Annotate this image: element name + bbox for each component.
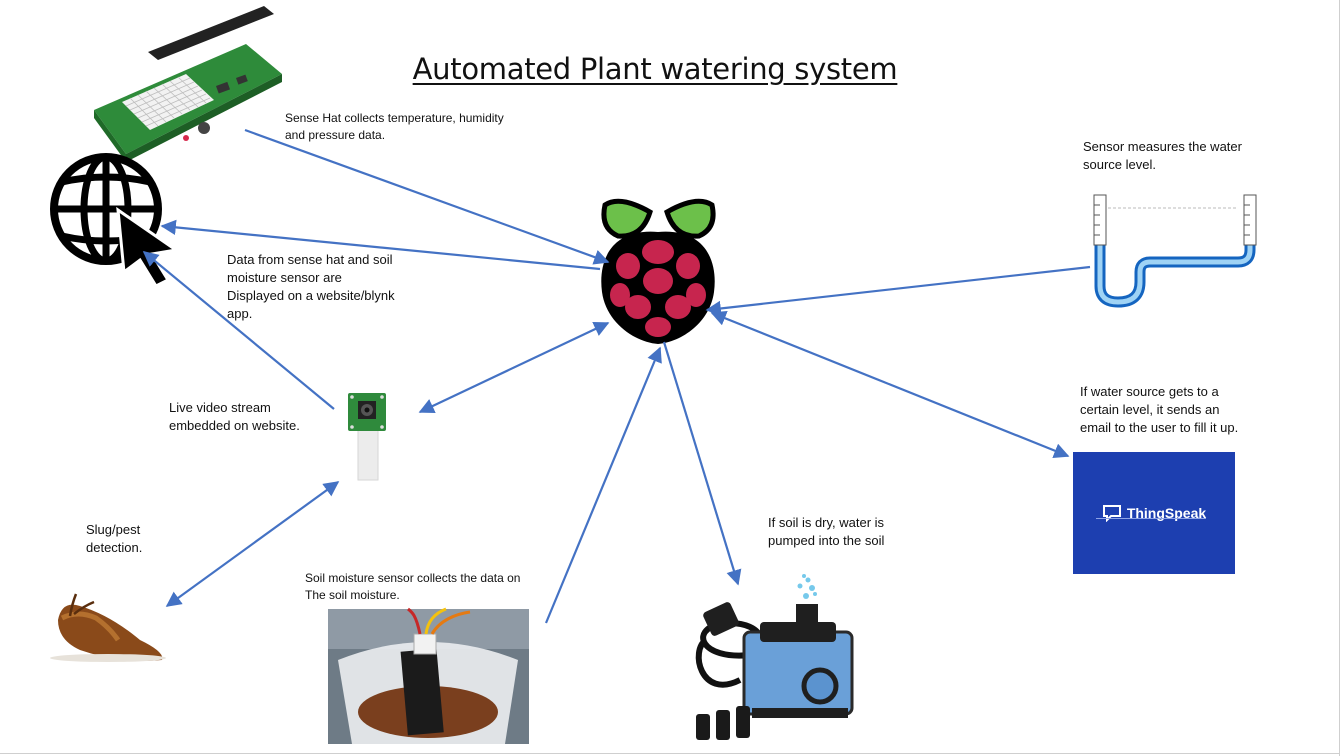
soil-sensor-photo (328, 607, 529, 744)
label-email: If water source gets to a certain level,… (1080, 384, 1239, 435)
label-sense-hat: Sense Hat collects temperature, humidity… (285, 111, 504, 142)
chat-bubble-icon (1102, 505, 1121, 522)
u-tube-level-sensor (1093, 194, 1257, 308)
diagram-title: Automated Plant watering system (412, 52, 898, 86)
label-website: Data from sense hat and soil moisture se… (227, 252, 395, 321)
thingspeak-logo: ThingSpeak (1073, 452, 1235, 574)
globe-cursor-icon (50, 153, 180, 288)
arrow-pi-camera (418, 321, 610, 414)
camera-module (348, 393, 386, 481)
label-pump: If soil is dry, water is pumped into the… (768, 515, 885, 548)
arrow-pi-thingspeak (710, 311, 1070, 458)
arrow-pi-to-pump (662, 341, 742, 586)
label-slug: Slug/pest detection. (86, 522, 143, 555)
thingspeak-brand-text: ThingSpeak (1126, 505, 1207, 521)
arrow-camera-slug (165, 481, 340, 607)
arrow-sensehat-to-pi (244, 128, 610, 265)
arrow-pi-to-website (160, 219, 601, 271)
water-pump (695, 574, 854, 740)
arrow-level-to-pi (705, 265, 1091, 317)
page-edge-bottom (0, 753, 1340, 754)
arrow-soil-to-pi (544, 346, 662, 624)
thingspeak-underline (1096, 518, 1206, 519)
label-water-level: Sensor measures the water source level. (1083, 139, 1242, 172)
sense-hat-board (94, 6, 282, 162)
label-video: Live video stream embedded on website. (169, 400, 300, 433)
raspberry-pi-logo (601, 198, 716, 344)
slug-image (50, 593, 166, 662)
arrow-camera-to-website (142, 251, 335, 410)
label-soil-sensor: Soil moisture sensor collects the data o… (305, 571, 521, 602)
